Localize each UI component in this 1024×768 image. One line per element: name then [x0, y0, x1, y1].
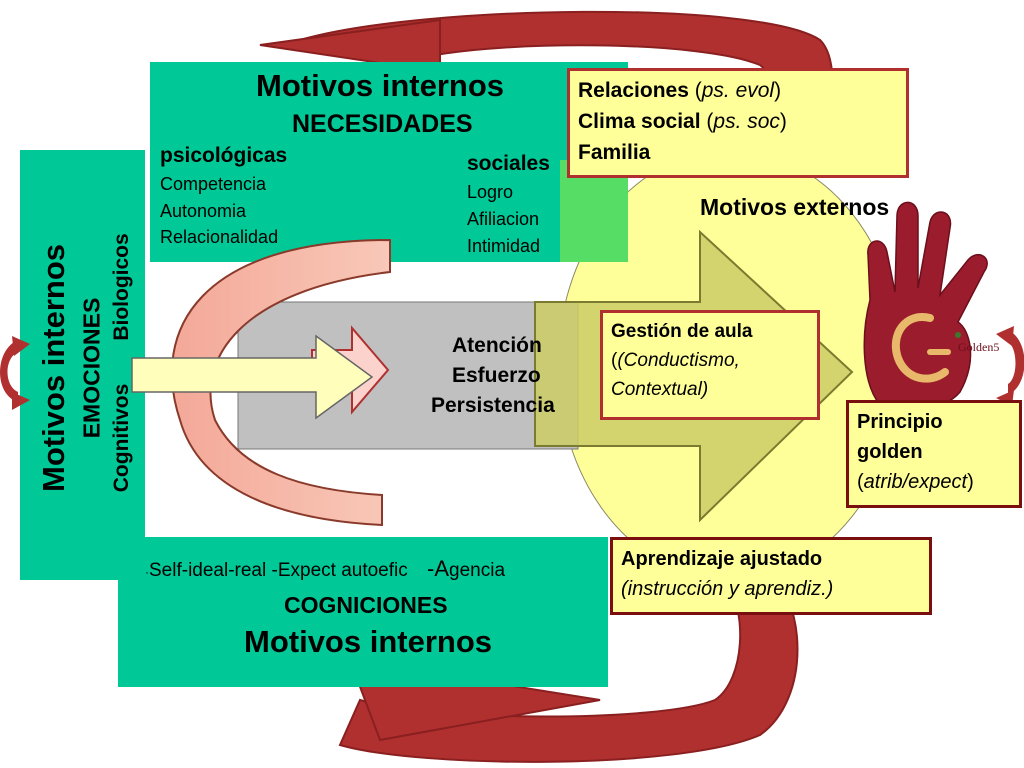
- gestion-aula-box: Gestión de aula ((Conductismo, Contextua…: [600, 310, 820, 420]
- curved-salmon-arrow: [171, 238, 391, 527]
- necesidades-box: [150, 62, 628, 262]
- center-persistencia: Persistencia: [431, 394, 555, 417]
- gestion-contextual: Contextual): [611, 379, 709, 400]
- cogniciones-title: Motivos internos: [244, 624, 493, 659]
- gestion-conductismo: (Conductismo,: [617, 350, 740, 371]
- relaciones-box: Relaciones (ps. evol) Clima social (ps. …: [567, 68, 909, 178]
- paren: ): [774, 79, 782, 102]
- center-esfuerzo: Esfuerzo: [452, 364, 541, 387]
- psicologicas-item-competencia: Competencia: [160, 174, 267, 194]
- emociones-biologicos: Biologicos: [110, 233, 133, 341]
- emociones-title: Motivos internos: [36, 243, 71, 493]
- relaciones-label: Relaciones: [578, 79, 689, 102]
- paren: ): [967, 471, 974, 493]
- atrib-expect: atrib/expect: [863, 471, 968, 493]
- psicologicas-item-relacionalidad: Relacionalidad: [160, 227, 279, 247]
- golden5-logo-text: Golden5: [958, 340, 1000, 354]
- left-small-cycle-arrow: [0, 336, 30, 410]
- left-input-arrow: [131, 334, 374, 420]
- sociales-item-intimidad: Intimidad: [467, 236, 541, 256]
- cogniciones-items-text: Self-ideal-real -Expect autoefic: [149, 560, 408, 581]
- aprendizaje-subtitle: (instrucción y aprendiz.): [621, 578, 834, 600]
- clima-social-label: Clima social: [578, 110, 701, 133]
- cogniciones-bullet: ·: [145, 565, 149, 579]
- paren: (: [857, 471, 864, 493]
- sociales-item-afiliacion: Afiliacion: [467, 209, 540, 229]
- aprendizaje-box: Aprendizaje ajustado (instrucción y apre…: [610, 537, 932, 615]
- paren: (: [688, 79, 702, 102]
- sociales-heading: sociales: [467, 152, 550, 175]
- right-small-cycle-arrow: [996, 326, 1024, 406]
- familia-label: Familia: [578, 141, 651, 164]
- emociones-box: [20, 150, 145, 580]
- motivos-externos-label: Motivos externos: [700, 194, 890, 220]
- emociones-cognitivos: Cognitivos: [110, 383, 133, 493]
- paren: (: [700, 110, 714, 133]
- aprendizaje-title: Aprendizaje ajustado: [621, 548, 823, 570]
- cogniciones-subtitle: COGNICIONES: [284, 592, 448, 618]
- cogniciones-items: ·Self-ideal-real -Expect autoefic -Agenc…: [145, 556, 505, 582]
- relaciones-ps-evol: ps. evol: [701, 79, 775, 102]
- gestion-title: Gestión de aula: [611, 321, 753, 342]
- cogniciones-agencia-dash: -A: [427, 556, 450, 581]
- principio-label: Principio: [857, 411, 943, 433]
- cogniciones-agencia-rest: gencia: [449, 560, 506, 581]
- principio-golden-box: Principio golden (atrib/expect): [846, 400, 1022, 508]
- center-atencion: Atención: [452, 334, 542, 357]
- golden-label: golden: [857, 441, 923, 463]
- paren: ): [779, 110, 787, 133]
- golden5-logo: [863, 201, 988, 413]
- emociones-subtitle: EMOCIONES: [78, 297, 105, 439]
- psicologicas-heading: psicológicas: [160, 144, 288, 167]
- sociales-item-logro: Logro: [467, 182, 514, 202]
- necesidades-subtitle: NECESIDADES: [292, 110, 473, 138]
- clima-ps-soc: ps. soc: [713, 110, 780, 133]
- cogniciones-box: [118, 537, 608, 687]
- necesidades-title: Motivos internos: [256, 68, 505, 103]
- psicologicas-item-autonomia: Autonomia: [160, 201, 247, 221]
